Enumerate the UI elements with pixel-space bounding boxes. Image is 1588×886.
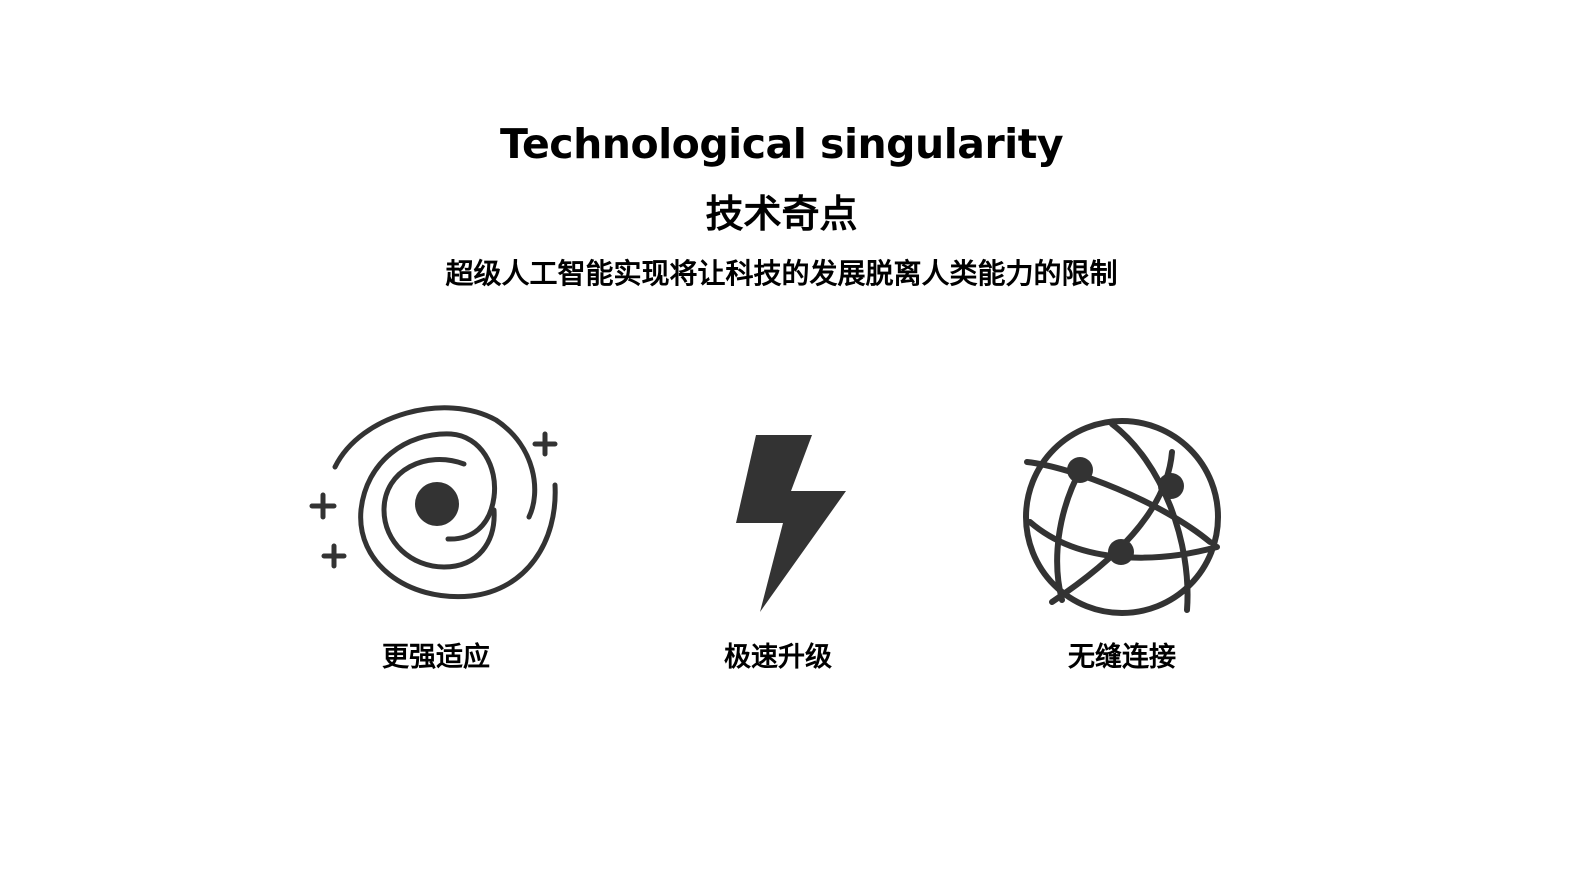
feature-label-speed: 极速升级	[724, 642, 832, 673]
page-title-cn: 技术奇点	[705, 192, 858, 236]
feature-label-connection: 无缝连接	[1068, 642, 1176, 673]
page-subtitle: 超级人工智能实现将让科技的发展脱离人类能力的限制	[445, 257, 1118, 290]
lightning-bolt-icon	[736, 435, 846, 612]
network-globe-icon	[1023, 418, 1221, 616]
feature-connection: 无缝连接	[972, 392, 1272, 692]
galaxy-spiral-icon	[309, 405, 558, 600]
feature-label-adaptability: 更强适应	[382, 642, 490, 673]
feature-speed: 极速升级	[628, 392, 928, 692]
feature-adaptability: 更强适应	[286, 392, 586, 692]
page-title-en: Technological singularity	[499, 120, 1064, 168]
